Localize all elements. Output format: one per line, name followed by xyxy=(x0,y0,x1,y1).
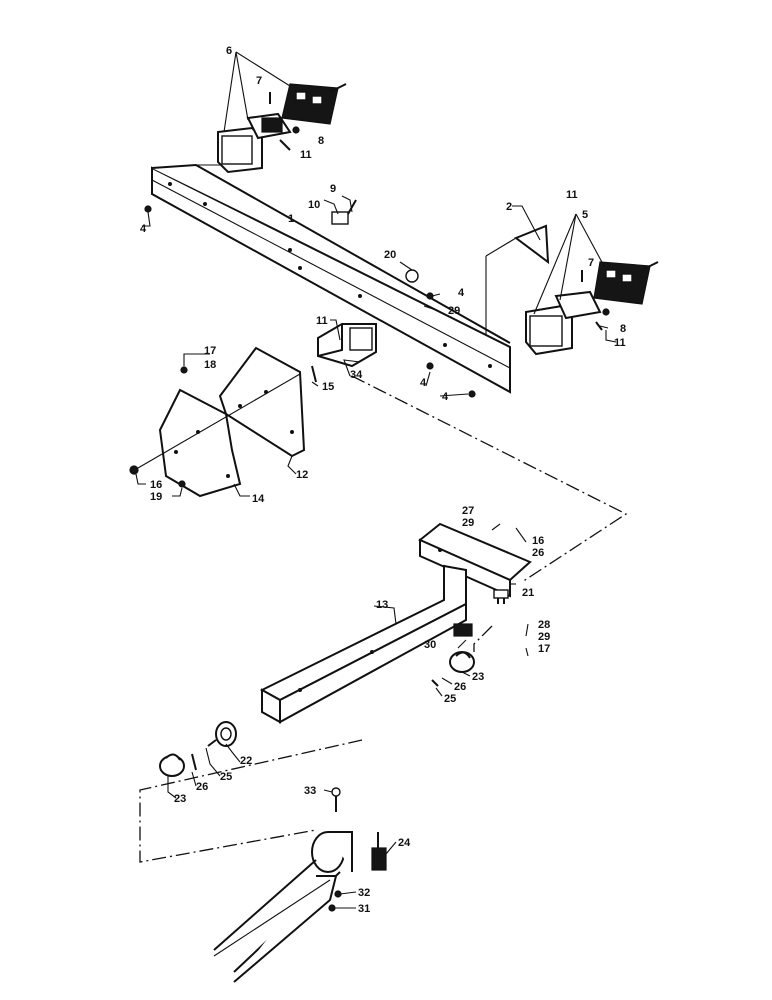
flap-plates xyxy=(129,346,317,498)
callout-11b: 11 xyxy=(316,315,328,327)
hitch-components xyxy=(159,623,475,777)
callout-22: 22 xyxy=(240,755,252,767)
assembly-lines xyxy=(139,375,628,863)
callout-15: 15 xyxy=(322,381,334,393)
callout-19: 19 xyxy=(150,491,162,503)
callout-33: 33 xyxy=(304,785,316,797)
lower-assembly xyxy=(213,787,387,983)
callout-29a: 29 xyxy=(448,305,460,317)
left-light-assembly xyxy=(196,83,347,174)
callout-14: 14 xyxy=(252,493,265,505)
callout-17a: 17 xyxy=(204,345,216,357)
callout-11a: 11 xyxy=(300,149,312,161)
callout-10: 10 xyxy=(308,199,320,211)
callout-11c: 11 xyxy=(566,189,578,201)
callout-26c: 26 xyxy=(196,781,208,793)
callout-31: 31 xyxy=(358,903,370,915)
callout-2: 2 xyxy=(506,201,512,213)
callout-18: 18 xyxy=(204,359,216,371)
callout-25b: 25 xyxy=(220,771,232,783)
tongue-frame xyxy=(259,522,532,724)
callout-16a: 16 xyxy=(150,479,162,491)
callout-8a: 8 xyxy=(318,135,324,147)
callout-12: 12 xyxy=(296,469,308,481)
callout-30: 30 xyxy=(424,639,436,651)
callout-34: 34 xyxy=(350,369,363,381)
callout-21: 21 xyxy=(522,587,534,599)
callout-25a: 25 xyxy=(444,693,456,705)
callout-29c: 29 xyxy=(538,631,550,643)
callout-20: 20 xyxy=(384,249,396,261)
center-small-parts xyxy=(144,199,476,398)
callout-24: 24 xyxy=(398,837,411,849)
callout-7b: 7 xyxy=(588,257,594,269)
callout-17b: 17 xyxy=(538,643,550,655)
callout-26b: 26 xyxy=(454,681,466,693)
callout-7a: 7 xyxy=(256,75,262,87)
callout-28: 28 xyxy=(538,619,550,631)
callout-4a: 4 xyxy=(140,223,147,235)
callout-4b: 4 xyxy=(458,287,465,299)
callout-29b: 29 xyxy=(462,517,474,529)
callout-23b: 23 xyxy=(174,793,186,805)
callout-13: 13 xyxy=(376,599,388,611)
callout-11d: 11 xyxy=(614,337,626,349)
callout-6: 6 xyxy=(226,45,232,57)
callout-4c: 4 xyxy=(420,377,427,389)
callout-23a: 23 xyxy=(472,671,484,683)
callout-4d: 4 xyxy=(442,391,449,403)
callout-labels: 6 7 8 11 4 1 9 10 20 4 29 11 34 15 2 11 … xyxy=(140,45,626,915)
callout-27: 27 xyxy=(462,505,474,517)
callout-32: 32 xyxy=(358,887,370,899)
callout-8b: 8 xyxy=(620,323,626,335)
callout-26a: 26 xyxy=(532,547,544,559)
callout-9: 9 xyxy=(330,183,336,195)
callout-1: 1 xyxy=(288,213,294,225)
leader-lines xyxy=(135,51,617,909)
callout-5: 5 xyxy=(582,209,588,221)
callout-16b: 16 xyxy=(532,535,544,547)
right-light-assembly xyxy=(485,224,659,356)
